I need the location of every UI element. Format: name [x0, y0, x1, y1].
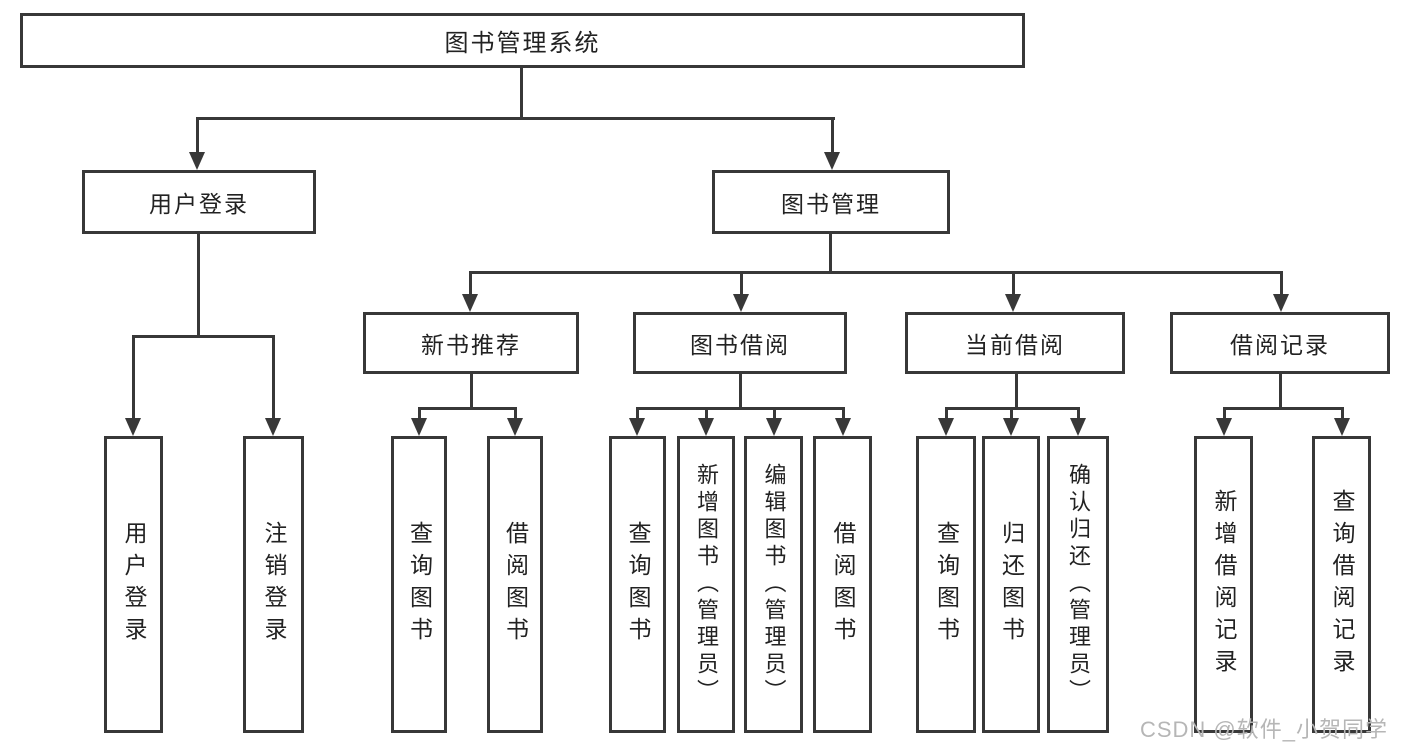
leaf-add-books-admin: 新增图书（管理员） [677, 436, 735, 733]
node-label: 查询图书 [933, 520, 960, 649]
arrowhead-icon [1003, 418, 1019, 436]
connector-line [520, 68, 523, 120]
arrowhead-icon [1005, 294, 1021, 312]
leaf-query-books-borrow: 查询图书 [609, 436, 666, 733]
connector-line [739, 374, 742, 410]
connector-line [1280, 271, 1283, 296]
connector-line [842, 407, 845, 420]
node-label: 图书管理系统 [444, 30, 601, 57]
node-system-root: 图书管理系统 [20, 13, 1025, 68]
arrowhead-icon [411, 418, 427, 436]
connector-line [196, 117, 199, 154]
connector-line [418, 407, 517, 410]
leaf-logout: 注销登录 [243, 436, 304, 733]
node-label: 图书借阅 [690, 332, 790, 358]
connector-line [831, 117, 834, 154]
connector-line [469, 271, 1282, 274]
leaf-borrow-books: 借阅图书 [813, 436, 872, 733]
connector-line [197, 234, 200, 338]
node-label: 新增图书（管理员） [694, 463, 719, 706]
leaf-add-borrow-record: 新增借阅记录 [1194, 436, 1253, 733]
leaf-query-books-current: 查询图书 [916, 436, 976, 733]
connector-line [272, 335, 275, 420]
arrowhead-icon [1216, 418, 1232, 436]
node-label: 借阅图书 [830, 520, 856, 649]
connector-line [1015, 374, 1018, 410]
node-label: 查询借阅记录 [1329, 488, 1355, 681]
connector-line [132, 335, 275, 338]
node-label: 查询图书 [625, 520, 651, 649]
connector-line [945, 407, 948, 420]
connector-line [1223, 407, 1344, 410]
arrowhead-icon [1070, 418, 1086, 436]
connector-line [469, 271, 472, 296]
connector-line [1279, 374, 1282, 410]
leaf-return-books: 归还图书 [982, 436, 1040, 733]
node-new-book-recommend: 新书推荐 [363, 312, 579, 374]
connector-line [740, 271, 743, 296]
connector-line [514, 407, 517, 420]
node-book-borrowing: 图书借阅 [633, 312, 847, 374]
connector-line [773, 407, 776, 420]
connector-line [132, 335, 135, 420]
connector-line [418, 407, 421, 420]
arrowhead-icon [462, 294, 478, 312]
node-book-management: 图书管理 [712, 170, 950, 234]
arrowhead-icon [189, 152, 205, 170]
connector-line [636, 407, 639, 420]
arrowhead-icon [835, 418, 851, 436]
node-label: 查询图书 [406, 520, 433, 649]
connector-line [196, 117, 835, 120]
node-current-borrowing: 当前借阅 [905, 312, 1125, 374]
leaf-confirm-return-admin: 确认归还（管理员） [1047, 436, 1109, 733]
arrowhead-icon [698, 418, 714, 436]
arrowhead-icon [733, 294, 749, 312]
connector-line [636, 407, 844, 410]
arrowhead-icon [1334, 418, 1350, 436]
csdn-watermark: CSDN @软件_小贺同学 [1139, 717, 1388, 742]
connector-line [1077, 407, 1080, 420]
node-label: 用户登录 [121, 520, 147, 649]
arrowhead-icon [265, 418, 281, 436]
node-label: 编辑图书（管理员） [761, 463, 787, 706]
connector-line [1012, 271, 1015, 296]
arrowhead-icon [507, 418, 523, 436]
node-user-login: 用户登录 [82, 170, 316, 234]
leaf-edit-books-admin: 编辑图书（管理员） [744, 436, 803, 733]
connector-line [470, 374, 473, 410]
node-label: 新书推荐 [421, 332, 521, 358]
leaf-query-books-newrec: 查询图书 [391, 436, 447, 733]
node-label: 归还图书 [998, 520, 1025, 649]
connector-line [829, 234, 832, 274]
connector-line [705, 407, 708, 420]
arrowhead-icon [125, 418, 141, 436]
node-label: 注销登录 [261, 520, 287, 649]
node-label: 用户登录 [149, 191, 249, 217]
node-label: 借阅图书 [502, 520, 529, 649]
connector-line [1010, 407, 1013, 420]
node-borrowing-records: 借阅记录 [1170, 312, 1390, 374]
leaf-user-login: 用户登录 [104, 436, 163, 733]
node-label: 借阅记录 [1230, 332, 1330, 358]
connector-line [1341, 407, 1344, 420]
arrowhead-icon [629, 418, 645, 436]
leaf-query-borrow-record: 查询借阅记录 [1312, 436, 1371, 733]
arrowhead-icon [824, 152, 840, 170]
arrowhead-icon [766, 418, 782, 436]
node-label: 新增借阅记录 [1211, 488, 1237, 681]
arrowhead-icon [1273, 294, 1289, 312]
node-label: 确认归还（管理员） [1066, 463, 1091, 706]
leaf-borrow-books-newrec: 借阅图书 [487, 436, 543, 733]
node-label: 当前借阅 [965, 332, 1065, 358]
connector-line [1223, 407, 1226, 420]
arrowhead-icon [938, 418, 954, 436]
node-label: 图书管理 [781, 191, 881, 217]
